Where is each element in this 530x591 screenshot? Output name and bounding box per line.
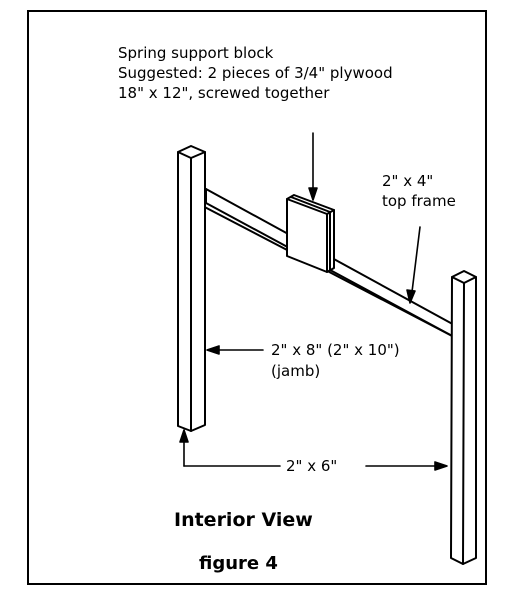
spring-support-block xyxy=(286,194,335,273)
jamb-arrow xyxy=(206,345,264,355)
top-frame-arrow xyxy=(406,226,421,304)
right-post xyxy=(450,270,477,565)
top-frame-label-line1: 2" x 4" xyxy=(382,172,434,190)
post-dimension-label: 2" x 6" xyxy=(286,457,338,475)
jamb-label-line2: (jamb) xyxy=(271,362,321,380)
spring-block-label-line2: Suggested: 2 pieces of 3/4" plywood xyxy=(118,64,393,82)
jamb-label-line1: 2" x 8" (2" x 10") xyxy=(271,341,400,359)
top-frame-label-line2: top frame xyxy=(382,192,456,210)
figure-caption: figure 4 xyxy=(199,553,278,574)
spring-block-arrow xyxy=(308,132,318,201)
spring-block-label-line3: 18" x 12", screwed together xyxy=(118,84,330,102)
spring-block-label-line1: Spring support block xyxy=(118,44,274,62)
jamb-post xyxy=(177,145,206,432)
diagram-title: Interior View xyxy=(174,509,313,531)
post-dimension-arrow xyxy=(179,429,448,471)
